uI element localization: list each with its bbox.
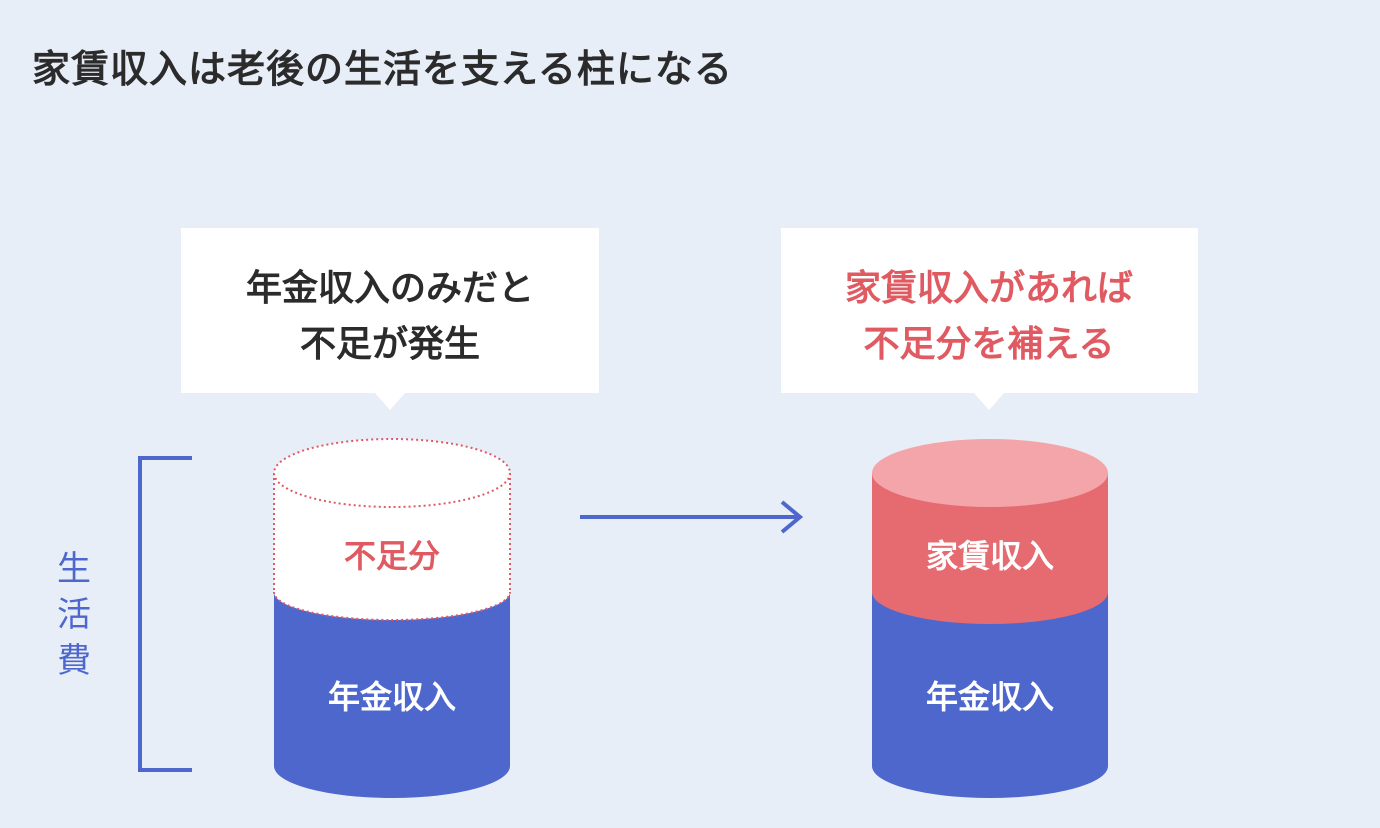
left-pension-segment xyxy=(273,591,511,798)
right-pension-label: 年金収入 xyxy=(926,678,1054,716)
shortfall-label: 不足分 xyxy=(344,537,440,575)
bracket-char-3: 費 xyxy=(57,641,91,681)
living-expenses-bracket: 生 活 費 xyxy=(57,456,192,772)
left-cylinder: 不足分 年金収入 xyxy=(273,438,511,798)
right-pension-segment xyxy=(872,592,1108,798)
left-speech-bubble: 年金収入のみだと 不足が発生 xyxy=(181,228,599,410)
right-speech-bubble: 家賃収入があれば 不足分を補える xyxy=(781,228,1198,410)
bracket-char-2: 活 xyxy=(57,595,91,635)
right-bubble-line-2: 不足分を補える xyxy=(864,324,1115,365)
left-bubble-line-1: 年金収入のみだと xyxy=(246,267,534,309)
shortfall-segment xyxy=(273,438,511,620)
arrow-right-icon xyxy=(580,500,804,534)
right-bubble-line-1: 家賃収入があれば xyxy=(845,268,1133,309)
bracket-char-1: 生 xyxy=(57,549,91,589)
right-cylinder: 家賃収入 年金収入 xyxy=(872,439,1108,798)
page-title: 家賃収入は老後の生活を支える柱になる xyxy=(32,47,733,91)
left-pension-label: 年金収入 xyxy=(328,678,456,716)
left-bubble-line-2: 不足が発生 xyxy=(300,324,480,365)
rent-segment xyxy=(872,439,1108,624)
rent-label: 家賃収入 xyxy=(926,537,1054,575)
